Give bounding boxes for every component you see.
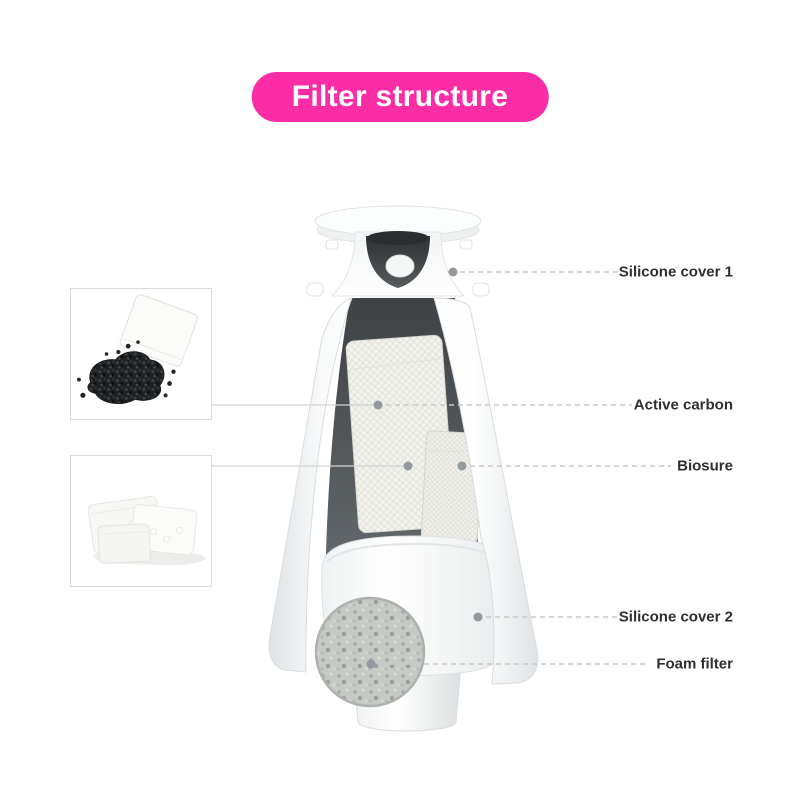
- dot-foam-filter: [366, 659, 376, 669]
- active-carbon-granules-image: [76, 294, 198, 404]
- shell-left-panel: [268, 297, 353, 673]
- dot-biosure: [457, 461, 467, 471]
- title-badge: Filter structure: [251, 72, 549, 122]
- dot-active-carbon: [373, 400, 383, 410]
- inset-biosure-bags: [70, 455, 212, 587]
- dot-silicone-cover-2: [473, 612, 483, 622]
- label-biosure: Biosure: [677, 457, 733, 475]
- foam-filter-disc: [314, 596, 426, 708]
- label-foam-filter: Foam filter: [656, 655, 733, 673]
- label-active-carbon: Active carbon: [633, 396, 733, 414]
- label-silicone-cover-2: Silicone cover 2: [618, 608, 733, 626]
- inset-active-carbon: [70, 288, 212, 420]
- dot-bag-left: [403, 461, 413, 471]
- page-title: Filter structure: [291, 80, 509, 113]
- biosure-bags-image: [87, 496, 206, 566]
- silicone-cover-1-part: [306, 205, 490, 297]
- dot-silicone-cover-1: [448, 267, 458, 277]
- shell-right-panel: [433, 297, 539, 685]
- label-silicone-cover-1: Silicone cover 1: [618, 263, 733, 281]
